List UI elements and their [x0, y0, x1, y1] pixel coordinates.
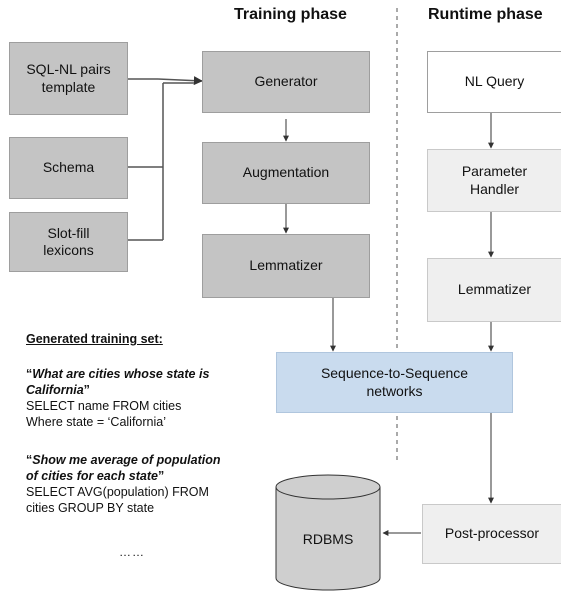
example-2-question: “Show me average of population of cities… — [26, 453, 221, 483]
runtime-lemmatizer-box: Lemmatizer — [427, 258, 561, 322]
seq2seq-label: Sequence-to-Sequence networks — [320, 365, 469, 399]
nl-query-box: NL Query — [427, 51, 561, 113]
example-1-sql-line-2: Where state = ‘California’ — [26, 415, 166, 429]
more-examples-ellipsis: …… — [119, 545, 145, 559]
nl-query-label: NL Query — [464, 73, 525, 90]
parameter-handler-box: Parameter Handler — [427, 149, 561, 212]
augmentation-box: Augmentation — [202, 142, 370, 204]
example-2-sql-line-2: cities GROUP BY state — [26, 501, 155, 515]
schema-box: Schema — [9, 137, 128, 199]
training-lemmatizer-label: Lemmatizer — [249, 257, 323, 274]
augmentation-label: Augmentation — [242, 164, 330, 181]
post-processor-box: Post-processor — [422, 504, 561, 564]
example-1-sql-line-1: SELECT name FROM cities — [26, 399, 182, 413]
rdbms-cylinder — [275, 474, 381, 591]
rdbms-box: RDBMS — [276, 520, 380, 560]
slot-fill-box: Slot-fill lexicons — [9, 212, 128, 272]
rdbms-label: RDBMS — [302, 531, 354, 548]
runtime-lemmatizer-label: Lemmatizer — [457, 281, 532, 298]
generator-box: Generator — [202, 51, 370, 113]
slot-fill-label: Slot-fill lexicons — [43, 224, 94, 259]
training-example-1: “What are cities whose state is Californ… — [26, 366, 256, 430]
seq2seq-box: Sequence-to-Sequence networks — [276, 352, 513, 413]
sql-nl-template-label: SQL-NL pairs template — [26, 61, 111, 95]
training-phase-title: Training phase — [234, 6, 347, 23]
schema-label: Schema — [42, 159, 95, 176]
generator-label: Generator — [254, 73, 318, 90]
training-example-2: “Show me average of population of cities… — [26, 452, 226, 516]
post-processor-label: Post-processor — [444, 525, 540, 542]
training-set-heading: Generated training set: — [26, 332, 163, 346]
sql-nl-template-box: SQL-NL pairs template — [9, 42, 128, 115]
parameter-handler-label: Parameter Handler — [461, 163, 528, 197]
example-1-question: “What are cities whose state is Californ… — [26, 367, 210, 397]
merge-to-generator-arrow — [157, 76, 203, 86]
runtime-phase-title: Runtime phase — [428, 6, 543, 23]
example-2-sql-line-1: SELECT AVG(population) FROM — [26, 485, 209, 499]
training-lemmatizer-box: Lemmatizer — [202, 234, 370, 298]
